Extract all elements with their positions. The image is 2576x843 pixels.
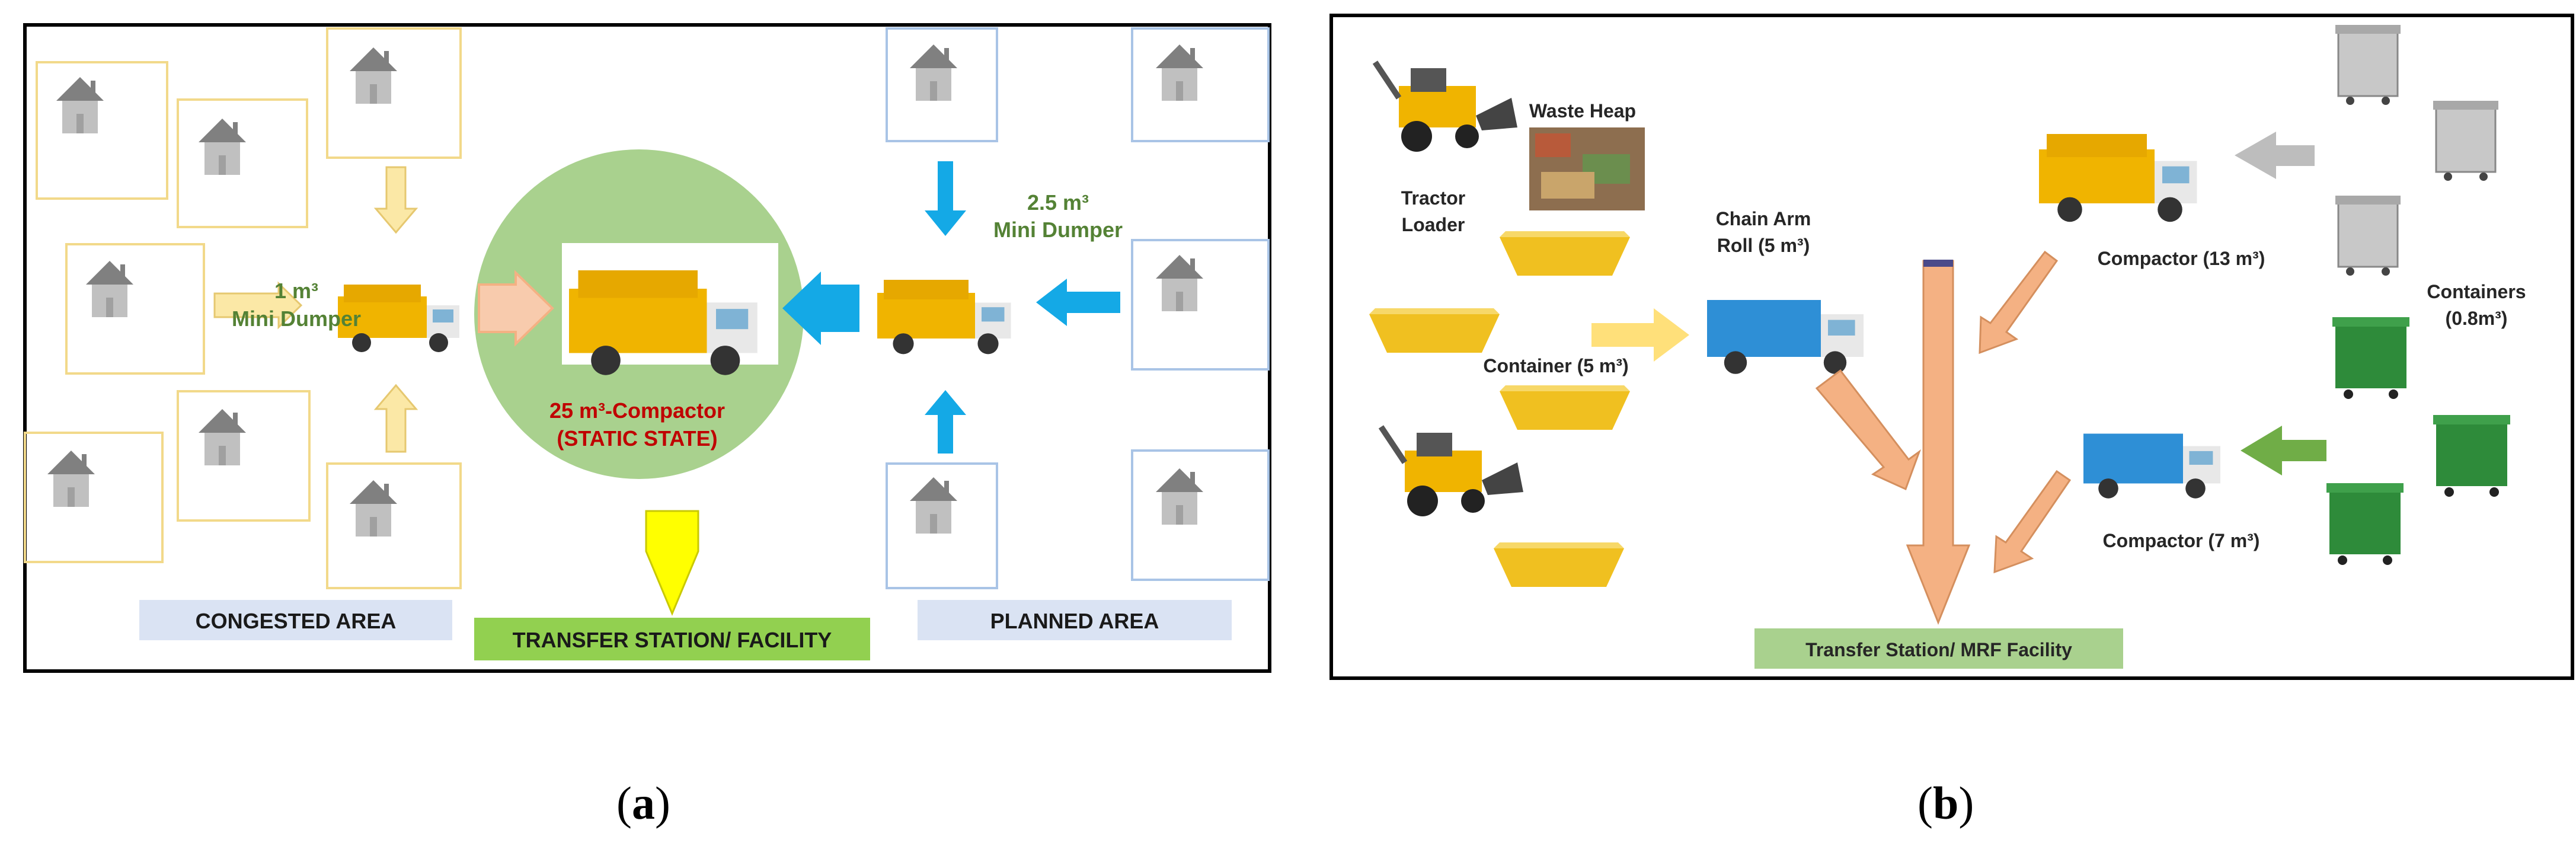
planned-arrows — [925, 161, 1120, 454]
peach-arrows-b — [1815, 250, 2072, 625]
caption-b: (b) — [1917, 777, 1974, 829]
arrow-to-chain-arm — [1591, 308, 1689, 362]
planned-area-label: PLANNED AREA — [990, 609, 1159, 633]
planned-houses — [886, 27, 1270, 589]
dumper-1-volume: 1 m³ — [274, 279, 318, 303]
chain-arm-line1: Chain Arm — [1716, 208, 1811, 229]
mrf-facility-label: Transfer Station/ MRF Facility — [1805, 639, 2072, 660]
arrow-green-bins — [2241, 426, 2326, 475]
compactor-25-state: (STATIC STATE) — [557, 426, 717, 451]
transfer-station-label: TRANSFER STATION/ FACILITY — [513, 628, 832, 652]
containers-line2: (0.8m³) — [2446, 308, 2508, 329]
congested-houses — [24, 27, 462, 589]
arrow-grey-bins — [2235, 132, 2315, 179]
arrow-into-compactor-right — [782, 272, 859, 345]
tractor-loader-line1: Tractor — [1401, 187, 1465, 209]
container-5-label: Container (5 m³) — [1483, 355, 1628, 376]
congested-label-box — [139, 600, 452, 640]
compactor-25-name: 25 m³-Compactor — [549, 398, 725, 423]
dumper-1-name: Mini Dumper — [232, 306, 361, 331]
congested-arrows — [213, 166, 418, 453]
compactor-13-label: Compactor (13 m³) — [2098, 248, 2265, 269]
caption-a: (a) — [616, 777, 670, 829]
containers-line1: Containers — [2427, 281, 2526, 302]
caption-b-letter: b — [1932, 777, 1959, 829]
caption-a-letter: a — [631, 777, 655, 829]
dumper-2-name: Mini Dumper — [993, 218, 1123, 242]
tractor-loader-line2: Loader — [1402, 214, 1465, 235]
planned-label-box — [918, 600, 1232, 640]
arrow-cap — [1923, 260, 1953, 267]
transfer-label-box — [474, 618, 870, 660]
arrow-to-transfer — [645, 510, 699, 616]
mrf-label-box — [1754, 628, 2123, 669]
compactor-7-label: Compactor (7 m³) — [2103, 530, 2260, 551]
dumper-2-volume: 2.5 m³ — [1027, 190, 1089, 215]
waste-heap-label: Waste Heap — [1529, 100, 1636, 122]
congested-area-label: CONGESTED AREA — [196, 609, 397, 633]
chain-arm-line2: Roll (5 m³) — [1717, 235, 1810, 256]
arrow-into-compactor-left — [478, 270, 554, 347]
